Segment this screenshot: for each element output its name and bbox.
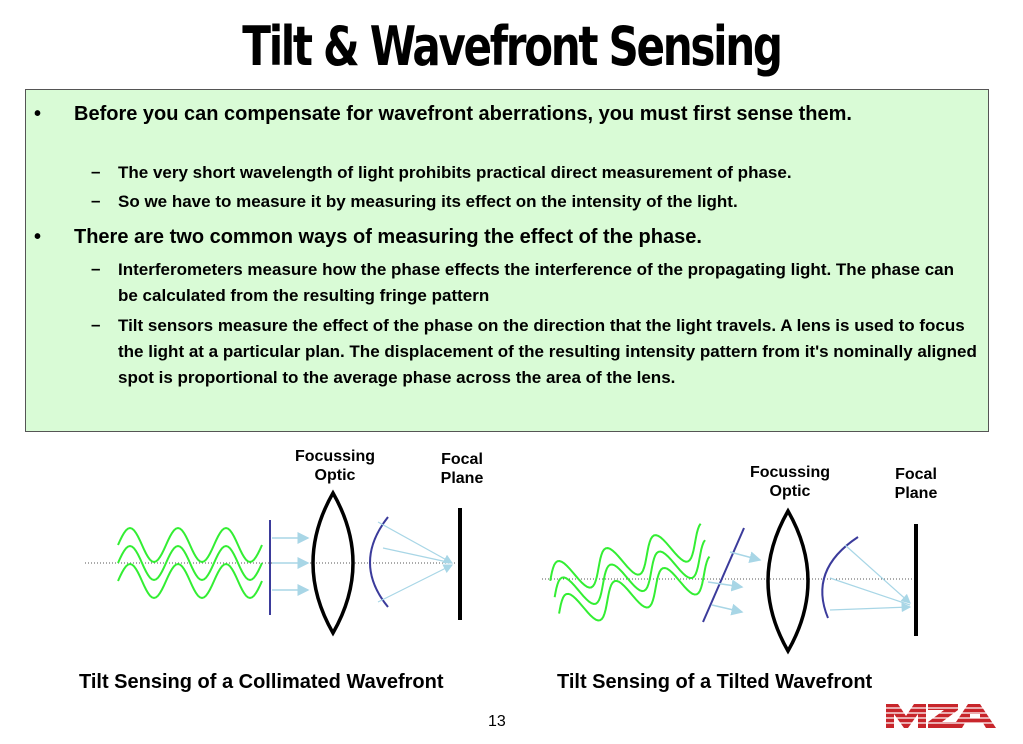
right-diagram (542, 507, 918, 655)
focus-ray (829, 602, 912, 613)
wave (117, 544, 263, 582)
wave (117, 526, 263, 564)
left-diagram (85, 489, 462, 637)
left-plane-label: Focal Plane (440, 451, 484, 487)
bullet-1-sub-2: So we have to measure it by measuring it… (118, 192, 738, 211)
wave (553, 539, 706, 606)
bullet-box: • Before you can compensate for wavefron… (25, 89, 989, 432)
right-plane-label: Focal Plane (894, 466, 938, 502)
curved-wavefront-right (821, 536, 859, 619)
bullet-1: Before you can compensate for wavefront … (74, 103, 852, 125)
bullet-2-sub-2: Tilt sensors measure the effect of the p… (118, 316, 977, 387)
focus-ray (844, 544, 911, 604)
curved-wavefront-left (369, 516, 389, 608)
sub-bullet-marker: – (91, 259, 101, 278)
bullet-1-sub-1: The very short wavelength of light prohi… (118, 163, 792, 182)
bullet-marker: • (34, 226, 42, 248)
wave (558, 556, 711, 622)
tilted-wavefront (702, 527, 745, 623)
bullet-marker: • (34, 103, 42, 125)
focus-ray (829, 577, 911, 606)
focus-ray (377, 564, 454, 603)
sub-bullet-marker: – (91, 162, 101, 181)
tilted-waves (549, 523, 711, 622)
focus-ray (382, 547, 453, 564)
wave (549, 523, 702, 589)
ray-arrow (707, 579, 744, 592)
wave (117, 562, 263, 600)
focus-ray (377, 521, 454, 564)
bullet-2-sub-1: Interferometers measure how the phase ef… (118, 260, 955, 305)
left-caption: Tilt Sensing of a Collimated Wavefront (79, 671, 444, 693)
collimated-waves (117, 526, 263, 600)
lens-right (766, 507, 810, 655)
ray-arrow (711, 603, 744, 616)
right-optic-label: Focussing Optic (749, 464, 830, 500)
right-caption: Tilt Sensing of a Tilted Wavefront (557, 671, 873, 693)
left-optic-label: Focussing Optic (294, 448, 375, 484)
sub-bullet-marker: – (91, 191, 101, 210)
ray-arrow (729, 551, 762, 564)
mza-logo (882, 704, 1000, 728)
bullet-2: There are two common ways of measuring t… (74, 226, 702, 248)
slide-title: Tilt & Wavefront Sensing (242, 15, 783, 78)
page-number: 13 (488, 713, 506, 730)
sub-bullet-marker: – (91, 315, 101, 334)
lens-left (311, 489, 355, 637)
